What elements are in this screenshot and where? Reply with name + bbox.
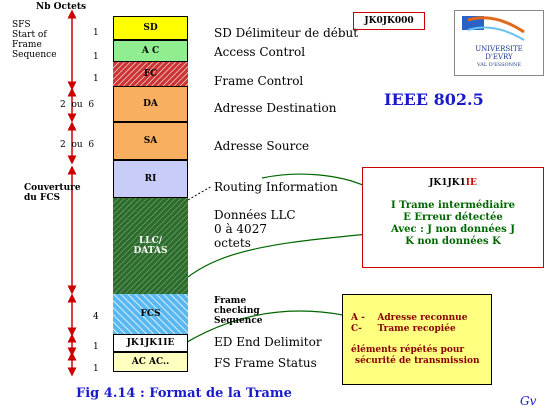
field-sa: SA	[113, 122, 188, 160]
octets-fs: 1	[93, 364, 99, 374]
ed-title-prefix: JK1JK1	[429, 178, 466, 188]
sfs-line: SFS	[12, 20, 31, 30]
ed-title-suffix: IE	[465, 178, 477, 188]
llc-size-unit: octets	[214, 236, 251, 250]
field-llc: LLC/ DATAS	[113, 198, 188, 294]
desc-da: Adresse Destination	[214, 101, 337, 115]
fs-box-note: éléments répétés pour sécurité de transm…	[343, 335, 491, 367]
ed-line: Avec : J non données J	[391, 224, 515, 235]
signature: Gv	[520, 394, 537, 408]
desc-fs: FS Frame Status	[214, 356, 317, 370]
field-fs: AC AC..	[113, 352, 188, 372]
octets-da: 2 ou 6	[60, 100, 95, 110]
ed-line: E Erreur détectée	[403, 212, 503, 223]
llc-size: 0 à 4027	[214, 222, 267, 236]
field-da: DA	[113, 86, 188, 122]
desc-sd: SD Délimiteur de début	[214, 26, 359, 40]
desc-ac: Access Control	[214, 45, 306, 59]
sfs-line: Sequence	[12, 50, 57, 60]
field-fc: FC	[113, 62, 188, 86]
field-fc-label: FC	[143, 69, 158, 79]
fs-note-line: éléments répétés pour	[351, 345, 465, 355]
field-fcs-label: FCS	[140, 309, 161, 319]
logo-line: VAL D'ESSONNE	[476, 62, 522, 68]
field-fcs: FCS	[113, 294, 188, 334]
fs-detail-box: A - Adresse reconnue C- Trame recopiée é…	[342, 294, 492, 385]
field-sd: SD	[113, 16, 188, 40]
logo-emblem-icon	[462, 16, 525, 41]
ed-line: I Trame intermédiaire	[390, 200, 515, 211]
logo-line: UNIVERSITE	[475, 45, 523, 53]
coverage-line: Couverture	[24, 183, 81, 193]
ed-box-lines: I Trame intermédiaire E Erreur détectée …	[363, 200, 543, 248]
fs-box-lines: A - Adresse reconnue C- Trame recopiée	[343, 295, 491, 335]
standard-title: IEEE 802.5	[384, 90, 484, 109]
desc-ed: ED End Delimitor	[214, 335, 322, 349]
octets-fc: 1	[93, 74, 99, 84]
sfs-label: SFS Start of Frame Sequence	[12, 20, 72, 60]
field-ri: RI	[113, 160, 188, 198]
logo-line: D'EVRY	[485, 53, 513, 61]
ed-line: K non données K	[405, 236, 501, 247]
desc-ri: Routing Information	[214, 180, 338, 194]
sfs-line: Frame	[12, 40, 42, 50]
figure-caption: Fig 4.14 : Format de la Trame	[76, 386, 292, 401]
sfs-line: Start of	[12, 30, 47, 40]
desc-llc: Données LLC	[214, 208, 296, 222]
ed-box-title: JK1JK1IE	[363, 178, 543, 188]
octets-ac: 1	[93, 52, 99, 62]
octets-sd: 1	[93, 28, 99, 38]
field-ed: JK1JK1IE	[113, 334, 188, 352]
fcs-line: checking	[214, 306, 260, 316]
fs-line: C- Trame recopiée	[351, 324, 456, 334]
fs-line: A - Adresse reconnue	[351, 313, 468, 323]
octets-header: Nb Octets	[36, 2, 87, 12]
fcs-line: Sequence	[214, 316, 263, 326]
fs-note-line: sécurité de transmission	[355, 356, 480, 366]
field-llc-label: LLC/ DATAS	[133, 236, 168, 256]
field-ac: A C	[113, 40, 188, 62]
desc-sa: Adresse Source	[214, 139, 310, 153]
coverage-label: Couverture du FCS	[24, 183, 81, 203]
fcs-line: Frame	[214, 296, 247, 306]
octets-ed: 1	[93, 342, 99, 352]
desc-fc: Frame Control	[214, 74, 304, 88]
sd-pattern-box: JK0JK000	[353, 12, 425, 30]
octets-fcs: 4	[93, 312, 99, 322]
logo-text: UNIVERSITE D'EVRY VAL D'ESSONNE	[455, 45, 543, 69]
coverage-line: du FCS	[24, 193, 61, 203]
university-logo: UNIVERSITE D'EVRY VAL D'ESSONNE	[454, 10, 544, 76]
ed-detail-box: JK1JK1IE I Trame intermédiaire E Erreur …	[362, 167, 544, 268]
octets-sa: 2 ou 6	[60, 140, 95, 150]
desc-fcs: Frame checking Sequence	[214, 296, 263, 326]
